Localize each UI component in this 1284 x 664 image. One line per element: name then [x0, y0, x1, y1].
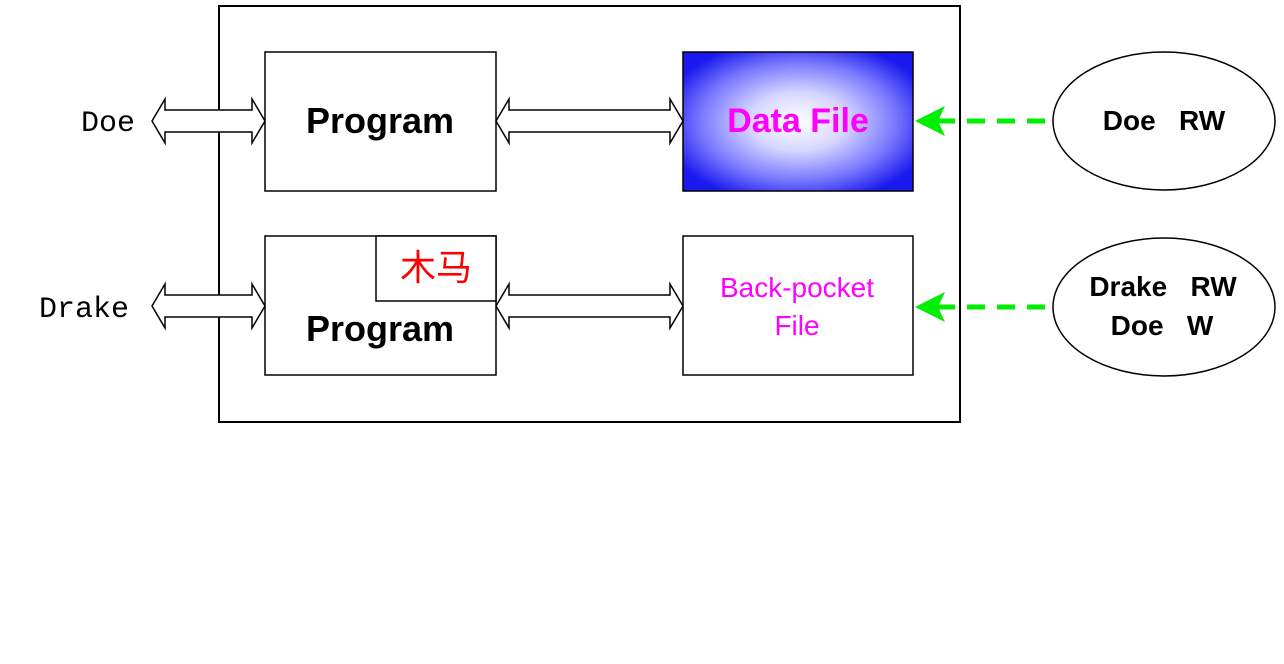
- double-arrow-drake-program: [151, 281, 266, 331]
- user-label-drake: Drake: [39, 293, 129, 327]
- acl-ellipse-top: [1052, 51, 1276, 191]
- program-label-bottom: Program: [306, 308, 454, 349]
- trojan-tag-label: 木马: [400, 248, 472, 289]
- back-pocket-file-label-line2: File: [774, 310, 819, 341]
- data-file-box: [682, 51, 914, 192]
- program-box-top: [264, 51, 497, 192]
- acl-top-line1: Doe RW: [1103, 105, 1226, 136]
- acl-arrowhead-bottom: [915, 292, 945, 322]
- double-arrow-program-datafile: [495, 96, 684, 146]
- double-arrow-doe-program: [151, 96, 266, 146]
- back-pocket-file-box: [682, 235, 914, 376]
- acl-ellipse-bottom: [1052, 237, 1276, 377]
- acl-bottom-line1: Drake RW: [1089, 271, 1237, 302]
- user-label-doe: Doe: [81, 107, 135, 141]
- acl-bottom-line2: Doe W: [1111, 310, 1214, 341]
- trojan-tag-box: [375, 235, 497, 302]
- acl-arrowhead-top: [915, 106, 945, 136]
- program-label-top: Program: [306, 100, 454, 141]
- data-file-label: Data File: [727, 102, 869, 140]
- back-pocket-file-label-line1: Back-pocket: [720, 272, 874, 303]
- double-arrow-program-backpocket: [495, 281, 684, 331]
- system-boundary: [218, 5, 961, 423]
